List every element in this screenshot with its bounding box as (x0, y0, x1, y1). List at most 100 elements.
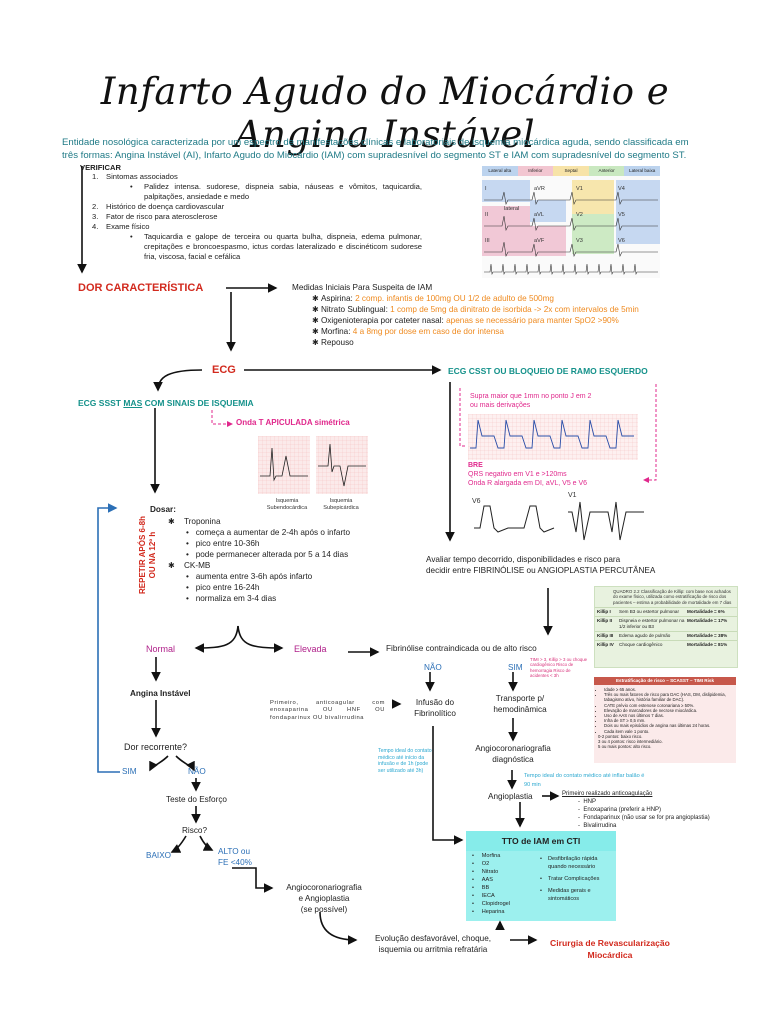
list-item: Histórico de doença cardiovascular (106, 202, 225, 211)
list-num: 1. (92, 172, 99, 181)
ecg-ssst-heading: ECG SSST MAS COM SINAIS DE ISQUEMIA (78, 398, 254, 408)
timi-item: CATE prévio com estenose coronariana ≥ 5… (604, 703, 732, 708)
dosar-block: ✱ Troponina • começa a aumentar de 2-4h … (168, 516, 408, 604)
timi-item: Três ou mais fatores de risco para DAC (… (604, 692, 732, 702)
tto-item: • BB (472, 885, 490, 891)
dor-recorrente: Dor recorrente? (124, 742, 188, 752)
onda-t-label: Onda T APICULADA simétrica (236, 418, 350, 427)
timi-score: 5 ou mais pontos: alto risco. (598, 744, 652, 750)
tto-item: • Clopidrogel (472, 901, 511, 907)
trop-item: • pico entre 10-36h (186, 539, 260, 548)
cirurgia-revascularizacao: Cirurgia de Revascularização Miocárdica (550, 938, 670, 960)
list-item: Exame físico (106, 222, 150, 231)
ecg-leads-chart: Lateral alta Inferior Septal Anterior La… (482, 166, 660, 278)
tto-item: • IECA (472, 893, 495, 899)
nao-recorrente: NÃO (188, 767, 206, 776)
elevada-label: Elevada (294, 644, 327, 654)
tto-heading: TTO de IAM em CTI (466, 831, 616, 851)
timi-heading: Estratificação de risco – SCASST – TIMI … (594, 677, 736, 685)
lead-header: Septal (553, 166, 589, 176)
tto-item: •Tratar Complicações (540, 876, 600, 882)
ck-item: • aumenta entre 3-6h após infarto (186, 572, 313, 581)
bre-label: BRE (468, 462, 483, 469)
list-num: 4. (92, 222, 99, 231)
medida-item: Repouso (312, 337, 732, 348)
list-num: 3. (92, 212, 99, 221)
isquemia-subepi-caption: Isquemia Subepicárdica (323, 498, 359, 511)
avaliar-text: Avaliar tempo decorrido, disponibilidade… (426, 555, 656, 575)
lead-label: V3 (576, 238, 583, 244)
bre-ecg-image: V6 V1 (468, 492, 648, 544)
risco-baixo: BAIXO (146, 851, 172, 860)
lead-label: aVF (534, 238, 545, 244)
csst-supra-text: Supra maior que 1mm no ponto J em 2 ou m… (470, 393, 592, 409)
timi-score: 3 ou 4 pontos: risco intermediário. (598, 739, 663, 745)
lead-label: V4 (618, 186, 625, 192)
medida-item: Oxigenioterapia por cateter nasal: apena… (312, 315, 732, 326)
angina-instavel: Angina Instável (130, 689, 191, 698)
intro-text: Entidade nosológica caracterizada por um… (62, 137, 689, 161)
list-item: Palidez intensa. sudorese, dispneia sabi… (144, 182, 422, 201)
lead-label: aVL (534, 212, 544, 218)
ecg-traces (484, 191, 658, 276)
tempo-fibrinolise-note: Tempo ideal do contato médico até início… (378, 748, 432, 774)
medida-item: Nitrato Sublingual: 1 comp de 5mg da din… (312, 304, 732, 315)
tto-item: • Morfina (472, 853, 501, 859)
normal-label: Normal (146, 644, 176, 654)
isquemia-subendo-caption: Isquemia Subendocárdica (266, 498, 308, 511)
transporte-hemodinamica: Transporte p/ hemodinâmica (493, 694, 547, 714)
timi-item: Dois ou mais episódios de angina nas últ… (604, 723, 732, 728)
v1-label: V1 (568, 492, 577, 499)
sim-label: SIM (508, 663, 523, 672)
lead-header: Lateral baixa (624, 166, 660, 176)
list-num: 2. (92, 202, 99, 211)
anticoag-item: - Enoxaparina (preferir a HNP) (578, 807, 662, 813)
lead-label: V5 (618, 212, 625, 218)
risco-question: Risco? (182, 826, 208, 835)
timi-box: Estratificação de risco – SCASST – TIMI … (594, 677, 736, 763)
verificar-list: 1.Sintomas associados •Palidez intensa. … (92, 172, 422, 262)
lead-label: aVR (534, 186, 545, 192)
ck-item: • pico entre 16-24h (186, 583, 260, 592)
bre-text: QRS negativo em V1 e >120ms Onda R alarg… (468, 471, 588, 487)
primeiro-anticoag-note: Primeiro, anticoagular com enoxaparina O… (270, 700, 385, 721)
sim-recorrente: SIM (122, 767, 137, 776)
dosar-label: Dosar: (150, 505, 176, 514)
medidas-list: Aspirina: 2 comp. infantis de 100mg OU 1… (312, 293, 732, 348)
tto-item: • Heparina (472, 909, 505, 915)
angiocoronariografia-angioplastia: Angiocoronariografia e Angioplastia (se … (286, 883, 362, 914)
isquemia-ecg-image (258, 436, 368, 494)
lead-label: I (485, 186, 487, 192)
medidas-heading: Medidas Iniciais Para Suspeita de IAM (292, 283, 433, 292)
timi-item: Idade ≥ 65 anos. (604, 687, 732, 692)
v6-label: V6 (472, 498, 481, 505)
killip-caption: QUADRO 2.2 Classificação de Killip: com … (613, 589, 732, 605)
verificar-heading: VERIFICAR (80, 163, 121, 172)
timi-item: Elevação de marcadores de necrose miocár… (604, 708, 732, 713)
tto-item: •Medidas gerais e sintomáticos (540, 888, 591, 902)
evolucao-desfavoravel: Evolução desfavorável, choque, isquemia … (374, 934, 492, 954)
list-item: Taquicardia e galope de terceira ou quar… (144, 232, 422, 261)
nao-label: NÃO (424, 663, 442, 672)
csst-ecg-image (468, 414, 638, 460)
list-item: Fator de risco para aterosclerose (106, 212, 218, 221)
lead-header: Lateral alta (482, 166, 518, 176)
tto-body: • Morfina • O2 • Nitrato • AAS • BB • IE… (466, 851, 616, 921)
anticoag-item: - Fondaparinux (não usar se for pra angi… (578, 815, 710, 821)
tto-item: • AAS (472, 877, 493, 883)
list-num: • (130, 232, 133, 241)
angioplastia-label: Angioplastia (488, 792, 533, 801)
lead-label: III (485, 238, 490, 244)
killip-table: QUADRO 2.2 Classificação de Killip: com … (594, 586, 738, 668)
lead-header: Inferior (517, 166, 554, 176)
tto-item: •Desfibrilação rápida quando necessário (540, 856, 598, 870)
teste-esforco: Teste do Esforço (166, 795, 227, 804)
lead-label: II (485, 212, 489, 218)
timi-item: Infra de ST ≥ 0,5 mm. (604, 718, 732, 723)
ecg-label: ECG (212, 364, 236, 376)
lead-label: V2 (576, 212, 583, 218)
lead-label: V1 (576, 186, 583, 192)
fibrinolise-contra: Fibrinólise contraindicada ou de alto ri… (386, 644, 537, 653)
medida-item: Aspirina: 2 comp. infantis de 100mg OU 1… (312, 293, 732, 304)
